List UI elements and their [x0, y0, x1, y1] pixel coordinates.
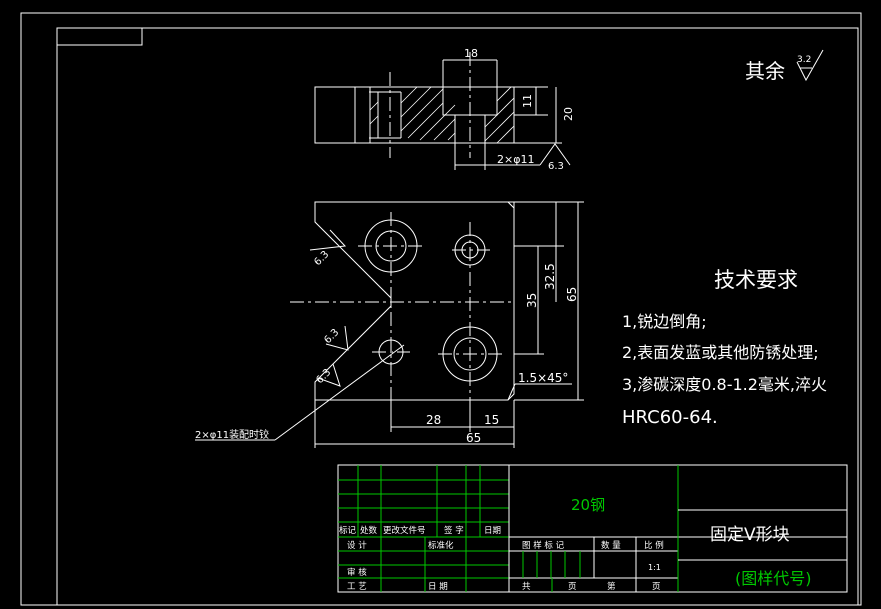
hole-note: 2×φ11	[497, 153, 534, 166]
tech-line-2: 2,表面发蓝或其他防锈处理;	[622, 343, 819, 362]
page1-label: 页	[568, 582, 577, 592]
dim-65-h-label: 65	[466, 431, 481, 445]
part-name: 固定V形块	[710, 525, 790, 545]
dim-15-label: 15	[484, 413, 499, 427]
tech-line-4: HRC60-64.	[622, 407, 718, 428]
corner-box	[56, 27, 143, 46]
dim-32-5-label: 32.5	[543, 263, 557, 290]
row-process: 工 艺	[347, 582, 367, 592]
roughness-symbol-top	[539, 143, 571, 166]
tech-requirements: 技术要求 1,锐边倒角; 2,表面发蓝或其他防锈处理; 3,渗碳深度0.8-1.…	[622, 268, 827, 428]
material-label: 20钢	[571, 496, 605, 514]
page2-label: 页	[652, 582, 661, 592]
dim-11-label: 11	[521, 94, 534, 108]
sheet-label: 第	[607, 581, 616, 592]
section-hatch	[369, 86, 515, 144]
col-sample: 图 样 标 记	[522, 540, 565, 551]
roughness-v-lower	[325, 325, 349, 351]
dim-28-label: 28	[426, 413, 441, 427]
drawing-code: (图样代号)	[735, 569, 812, 588]
title-block: 20钢 固定V形块 (图样代号) 标记 处数 更改文件号 签 字 日期 设 计 …	[337, 464, 848, 593]
hdr-date: 日期	[484, 526, 501, 536]
roughness-v-upper	[309, 229, 347, 251]
surface-finish-value: 3.2	[797, 55, 811, 65]
dim-65-v-label: 65	[565, 287, 579, 302]
scale-value: 1:1	[648, 563, 661, 572]
tech-title: 技术要求	[714, 268, 798, 292]
total-label: 共	[522, 582, 531, 592]
dim-18-label: 18	[464, 47, 478, 60]
pin-leader	[274, 344, 405, 441]
front-view: 32.5 35 65 1.5×45° 28 15 65 6.3 6.3 6.3 …	[195, 201, 584, 448]
top-roughness: 6.3	[548, 161, 564, 172]
roughness-a: 6.3	[312, 249, 331, 268]
roughness-b: 6.3	[322, 327, 341, 346]
hdr-sign: 签 字	[444, 525, 464, 536]
surface-finish-note: 其余 3.2	[745, 49, 824, 83]
row-review: 审 核	[347, 567, 367, 578]
dim-35-label: 35	[525, 293, 539, 308]
hdr-count: 处数	[360, 525, 378, 536]
surface-finish-prefix: 其余	[745, 59, 785, 83]
inner-frame	[56, 27, 859, 606]
outer-frame	[20, 12, 862, 606]
front-view-outline	[314, 201, 515, 401]
pin-note: 2×φ11装配时铰	[195, 428, 269, 441]
roughness-bottom	[317, 363, 341, 387]
tech-line-3: 3,渗碳深度0.8-1.2毫米,淬火	[622, 375, 827, 394]
hdr-change: 更改文件号	[383, 525, 426, 536]
row-date: 日 期	[428, 582, 448, 592]
col-scale: 比 例	[644, 540, 664, 551]
row-standard: 标准化	[428, 540, 454, 551]
chamfer-label: 1.5×45°	[518, 371, 568, 385]
hdr-mark: 标记	[339, 525, 357, 536]
tech-line-1: 1,锐边倒角;	[622, 312, 707, 331]
row-design: 设 计	[347, 540, 367, 551]
top-view: 18 11 20 2×φ11 6.3	[314, 47, 575, 172]
dim-20-label: 20	[562, 107, 575, 121]
col-qty: 数 量	[601, 540, 621, 551]
roughness-c: 6.3	[314, 367, 333, 386]
